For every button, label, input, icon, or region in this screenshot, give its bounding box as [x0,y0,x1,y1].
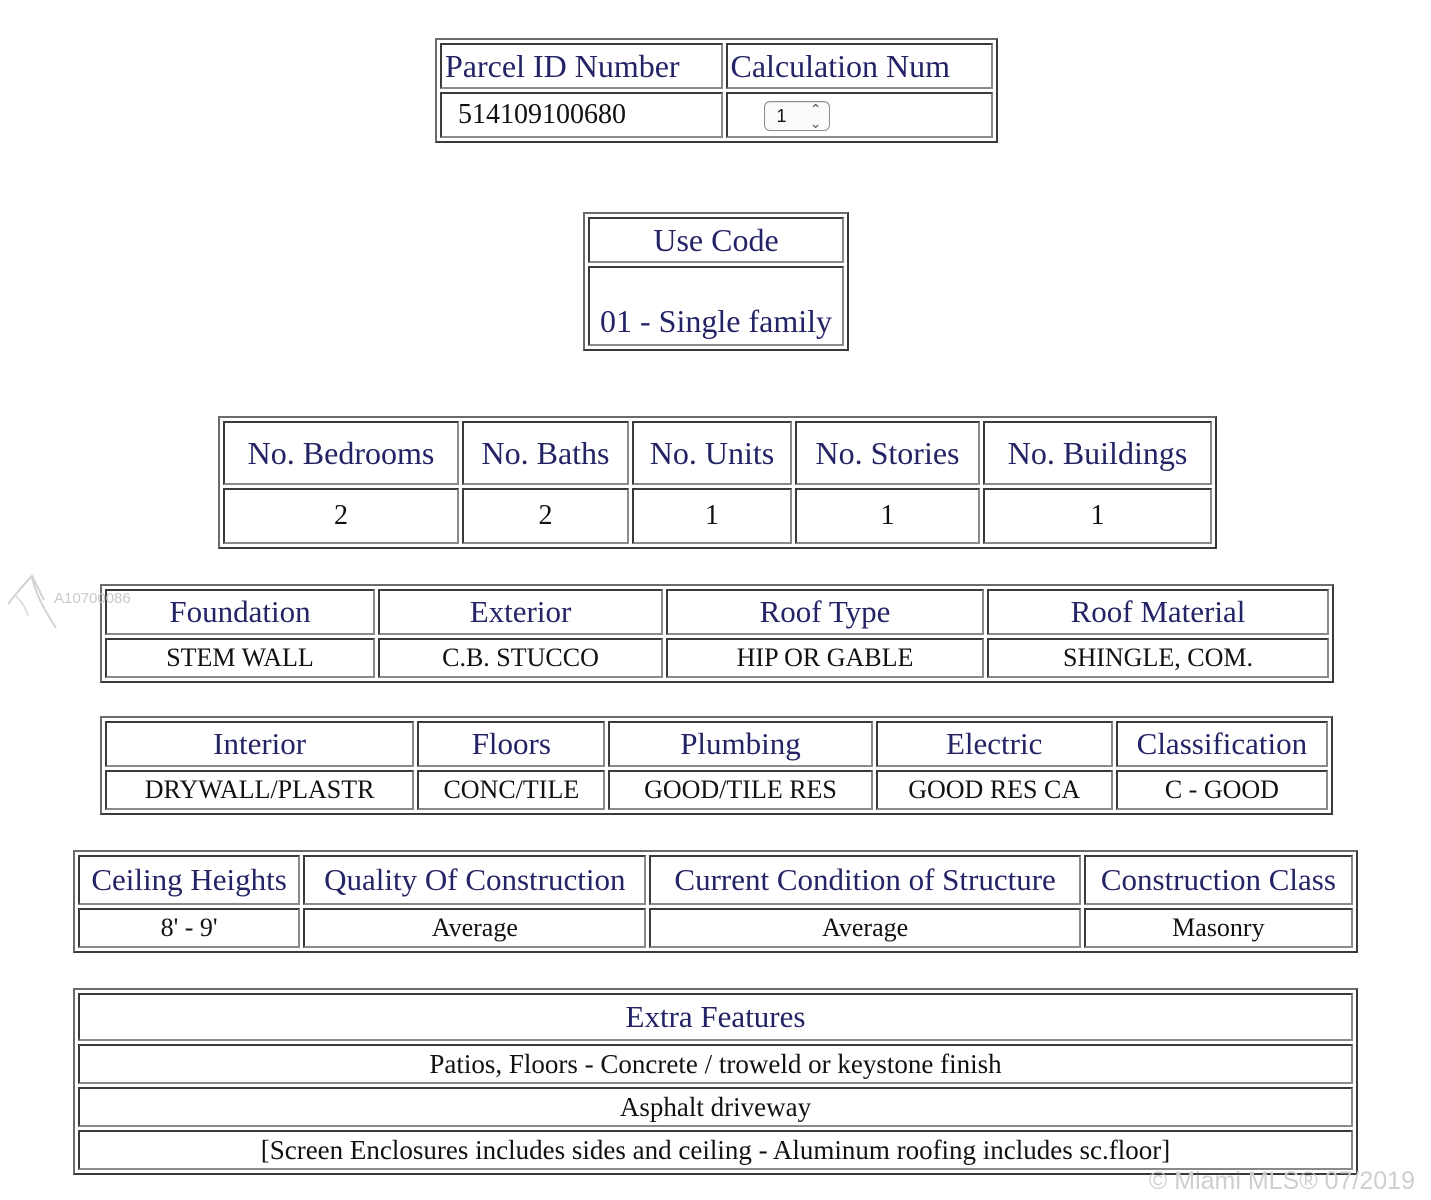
quality-of-construction-value: Average [303,908,647,948]
extra-features-header-row: Extra Features [78,993,1353,1041]
interior-table: Interior Floors Plumbing Electric Classi… [100,716,1333,815]
use-code-table: Use Code 01 - Single family [583,212,849,351]
extra-features-table: Extra Features Patios, Floors - Concrete… [73,988,1358,1175]
extra-features-header: Extra Features [78,993,1353,1041]
interior-header-row: Interior Floors Plumbing Electric Classi… [105,721,1328,767]
buildings-header: No. Buildings [983,421,1212,485]
construction-header-row: Ceiling Heights Quality Of Construction … [78,855,1353,905]
bedrooms-header: No. Bedrooms [223,421,459,485]
classification-value: C - GOOD [1115,770,1328,810]
listing-id-watermark: A10700086 [54,590,131,607]
counts-table: No. Bedrooms No. Baths No. Units No. Sto… [218,416,1217,549]
plumbing-header: Plumbing [608,721,873,767]
extra-feature-row: Asphalt driveway [78,1087,1353,1127]
roof-type-value: HIP OR GABLE [666,638,984,678]
construction-class-header: Construction Class [1083,855,1353,905]
exterior-header: Exterior [378,589,663,635]
floors-value: CONC/TILE [417,770,606,810]
classification-header: Classification [1115,721,1328,767]
structure-value-row: STEM WALL C.B. STUCCO HIP OR GABLE SHING… [105,638,1329,678]
construction-table: Ceiling Heights Quality Of Construction … [73,850,1358,953]
use-code-value-row: 01 - Single family [588,266,844,346]
structure-header-row: Foundation Exterior Roof Type Roof Mater… [105,589,1329,635]
ceiling-heights-value: 8' - 9' [78,908,301,948]
miami-mls-logo-icon [7,574,57,629]
stories-header: No. Stories [795,421,980,485]
baths-value: 2 [462,488,629,544]
parcel-id-value: 514109100680 [440,92,723,138]
plumbing-value: GOOD/TILE RES [608,770,873,810]
ceiling-heights-header: Ceiling Heights [78,855,301,905]
current-condition-value: Average [649,908,1081,948]
stories-value: 1 [795,488,980,544]
extra-feature-row: [Screen Enclosures includes sides and ce… [78,1130,1353,1170]
floors-header: Floors [417,721,606,767]
roof-material-header: Roof Material [987,589,1329,635]
electric-value: GOOD RES CA [875,770,1113,810]
parcel-header-row: Parcel ID Number Calculation Num [440,43,993,89]
bedrooms-value: 2 [223,488,459,544]
calculation-num-cell: 1 ⌃⌄ [725,92,993,138]
parcel-value-row: 514109100680 1 ⌃⌄ [440,92,993,138]
use-code-header: Use Code [588,217,844,263]
foundation-value: STEM WALL [105,638,375,678]
calculation-num-header: Calculation Num [725,43,993,89]
construction-value-row: 8' - 9' Average Average Masonry [78,908,1353,948]
calculation-num-select[interactable]: 1 ⌃⌄ [763,101,830,132]
select-updown-icon: ⌃⌄ [809,101,822,132]
structure-table: Foundation Exterior Roof Type Roof Mater… [100,584,1334,683]
copyright-watermark: © Miami MLS® 07/2019 [1148,1167,1415,1195]
roof-material-value: SHINGLE, COM. [987,638,1329,678]
buildings-value: 1 [983,488,1212,544]
baths-header: No. Baths [462,421,629,485]
use-code-value: 01 - Single family [588,266,844,346]
counts-header-row: No. Bedrooms No. Baths No. Units No. Sto… [223,421,1212,485]
calculation-num-selected: 1 [776,106,787,127]
extra-feature-row: Patios, Floors - Concrete / troweld or k… [78,1044,1353,1084]
interior-header: Interior [105,721,415,767]
quality-of-construction-header: Quality Of Construction [303,855,647,905]
extra-feature-item: Asphalt driveway [78,1087,1353,1127]
interior-value-row: DRYWALL/PLASTR CONC/TILE GOOD/TILE RES G… [105,770,1328,810]
counts-value-row: 2 2 1 1 1 [223,488,1212,544]
exterior-value: C.B. STUCCO [378,638,663,678]
roof-type-header: Roof Type [666,589,984,635]
current-condition-header: Current Condition of Structure [649,855,1081,905]
construction-class-value: Masonry [1083,908,1353,948]
electric-header: Electric [875,721,1113,767]
foundation-header: Foundation [105,589,375,635]
interior-value: DRYWALL/PLASTR [105,770,415,810]
units-value: 1 [632,488,792,544]
parcel-table: Parcel ID Number Calculation Num 5141091… [435,38,998,143]
units-header: No. Units [632,421,792,485]
use-code-header-row: Use Code [588,217,844,263]
parcel-id-header: Parcel ID Number [440,43,723,89]
extra-feature-item: Patios, Floors - Concrete / troweld or k… [78,1044,1353,1084]
extra-feature-item: [Screen Enclosures includes sides and ce… [78,1130,1353,1170]
